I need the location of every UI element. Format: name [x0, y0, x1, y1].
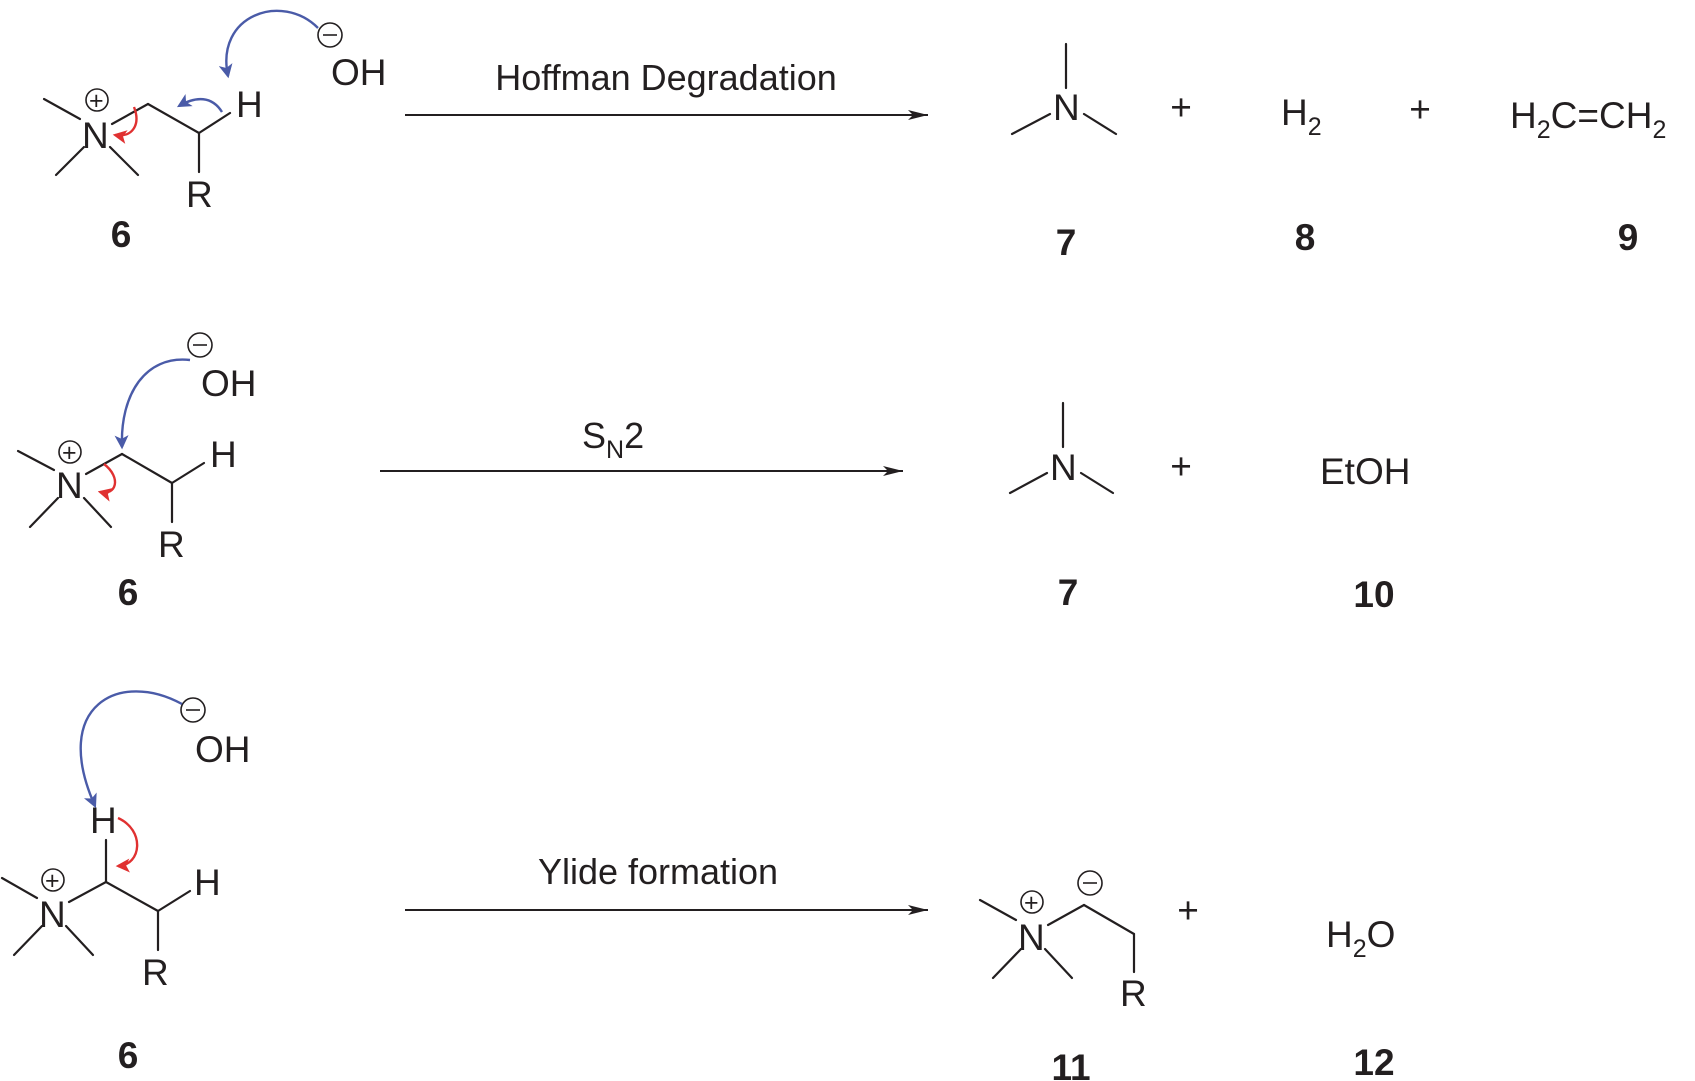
product-12: H2O 12 — [1326, 914, 1395, 1081]
atom-r: R — [142, 952, 169, 993]
atom-n: N — [1050, 447, 1077, 488]
reactant-6-row2: N + H R OH 6 — [16, 332, 257, 613]
bond — [28, 496, 60, 529]
electron-push-arrow-red — [112, 106, 138, 144]
reactant-6-row1: N + H R OH 6 — [42, 9, 387, 255]
atom-r: R — [158, 524, 185, 565]
atom-oh: OH — [201, 363, 257, 404]
compound-number: 8 — [1295, 217, 1316, 258]
compound-number: 9 — [1618, 217, 1639, 258]
electron-push-arrow-red — [97, 463, 117, 502]
electron-push-arrow-blue — [114, 358, 191, 450]
atom-oh: OH — [331, 52, 387, 93]
atom-r: R — [1120, 973, 1147, 1014]
product-7-row1: N 7 — [1010, 42, 1118, 263]
reaction-label-sn2: SN2 — [582, 415, 644, 464]
bond — [1046, 903, 1086, 927]
atom-n: N — [39, 894, 66, 935]
bond — [54, 145, 86, 177]
negative-charge-icon — [180, 697, 206, 723]
atom-h: H — [210, 434, 237, 475]
bond — [978, 898, 1018, 922]
reaction-label: Hoffman Degradation — [495, 57, 837, 98]
positive-charge-icon — [85, 88, 109, 112]
product-10: EtOH 10 — [1320, 451, 1410, 615]
positive-charge-icon — [1020, 890, 1044, 914]
bond — [1079, 471, 1115, 495]
electron-push-arrow-red — [115, 816, 139, 873]
formula-etoh: EtOH — [1320, 451, 1410, 492]
electron-push-arrow-blue — [176, 94, 224, 113]
compound-number: 7 — [1058, 572, 1079, 613]
compound-number: 6 — [118, 1035, 139, 1076]
reaction-sn2: N + H R OH 6 SN2 N 7 + — [16, 332, 1410, 615]
charge-plus: + — [1024, 889, 1039, 917]
compound-number: 7 — [1056, 222, 1077, 263]
atom-n: N — [82, 115, 109, 156]
atom-n: N — [1018, 917, 1045, 958]
compound-number: 12 — [1353, 1042, 1394, 1081]
plus-sign: + — [1170, 446, 1192, 487]
compound-number: 6 — [118, 572, 139, 613]
charge-plus: + — [62, 439, 77, 467]
bond — [170, 461, 206, 485]
bond — [1082, 112, 1118, 136]
atom-r: R — [186, 174, 213, 215]
plus-sign: + — [1177, 890, 1199, 931]
electron-push-arrow-blue — [79, 690, 183, 809]
compound-number: 6 — [111, 214, 132, 255]
charge-plus: + — [89, 87, 104, 115]
product-9: H2C=CH2 9 — [1510, 95, 1666, 258]
compound-number: 10 — [1353, 574, 1394, 615]
bond — [146, 102, 201, 135]
bond — [64, 924, 95, 957]
product-11: N + R 11 — [978, 870, 1147, 1081]
bond — [156, 889, 192, 913]
reactant-6-row3: N + H H R OH 6 — [0, 690, 251, 1076]
bond — [197, 111, 232, 135]
atom-h: H — [194, 862, 221, 903]
positive-charge-icon — [58, 440, 82, 464]
product-7-row2: N 7 — [1008, 401, 1115, 613]
atom-oh: OH — [195, 729, 251, 770]
positive-charge-icon — [41, 868, 65, 892]
plus-sign: + — [1409, 89, 1431, 130]
reaction-hoffman: N + H R OH 6 Hoffman Degradation N — [42, 9, 1666, 263]
atom-n: N — [1053, 87, 1080, 128]
bond — [67, 880, 108, 904]
bond — [991, 947, 1023, 980]
bond — [1043, 947, 1074, 980]
compound-number: 11 — [1051, 1047, 1090, 1081]
bond — [82, 496, 113, 529]
bond — [1008, 471, 1049, 495]
atom-h: H — [236, 84, 263, 125]
negative-charge-icon — [1077, 870, 1103, 896]
bond — [1082, 903, 1136, 936]
reaction-label: Ylide formation — [538, 851, 778, 892]
electron-push-arrow-blue — [218, 9, 319, 79]
bond — [110, 102, 150, 126]
bond — [12, 924, 44, 957]
formula-h2: H2 — [1281, 92, 1322, 141]
negative-charge-icon — [187, 332, 213, 358]
reaction-ylide: N + H H R OH 6 Ylide formation N + — [0, 690, 1395, 1081]
plus-sign: + — [1170, 87, 1192, 128]
bond — [0, 876, 39, 900]
bond — [104, 880, 160, 913]
bond — [16, 449, 56, 472]
bond — [1010, 112, 1052, 136]
atom-n: N — [56, 465, 83, 506]
formula-h2o: H2O — [1326, 914, 1395, 963]
negative-charge-icon — [317, 22, 343, 48]
formula-ethylene: H2C=CH2 — [1510, 95, 1666, 144]
product-8: H2 8 — [1281, 92, 1322, 258]
bond — [108, 145, 140, 177]
bond — [120, 452, 174, 485]
bond — [42, 97, 82, 121]
charge-plus: + — [45, 867, 60, 895]
